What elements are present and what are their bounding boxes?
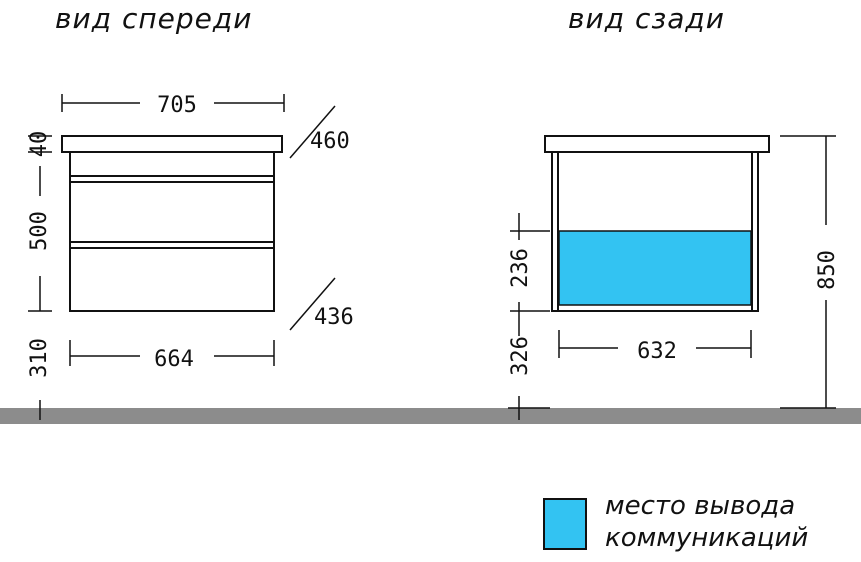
front-view-title: вид спереди xyxy=(55,2,253,35)
dim-floor-gap: 310 xyxy=(27,338,52,378)
front-countertop xyxy=(61,135,283,153)
dim-comm-width: 632 xyxy=(637,339,677,364)
dim-body-height: 500 xyxy=(27,211,52,251)
dim-top-width: 705 xyxy=(157,93,197,118)
legend-line-1: место вывода xyxy=(605,491,796,521)
dim-depth-bottom: 436 xyxy=(314,305,354,330)
floor-band xyxy=(0,408,861,424)
dim-depth-top: 460 xyxy=(310,129,350,154)
front-body xyxy=(69,151,275,312)
dim-top-thickness: 40 xyxy=(27,131,52,158)
legend-swatch xyxy=(543,498,587,550)
back-dimension-lines xyxy=(508,135,836,420)
back-cabinet xyxy=(544,135,770,312)
back-view-title: вид сзади xyxy=(568,2,725,35)
front-dimension-lines xyxy=(28,94,336,420)
back-countertop xyxy=(544,135,770,153)
front-cabinet xyxy=(61,135,283,312)
back-body xyxy=(551,151,759,312)
dim-comm-height: 236 xyxy=(508,248,533,288)
dim-comm-offset: 326 xyxy=(508,336,533,376)
comm-zone xyxy=(558,230,752,306)
legend-line-2: коммуникаций xyxy=(605,523,809,553)
dim-total-height: 850 xyxy=(815,250,840,290)
legend-text: место вывода коммуникаций xyxy=(605,490,861,554)
dim-bottom-width: 664 xyxy=(154,347,194,372)
